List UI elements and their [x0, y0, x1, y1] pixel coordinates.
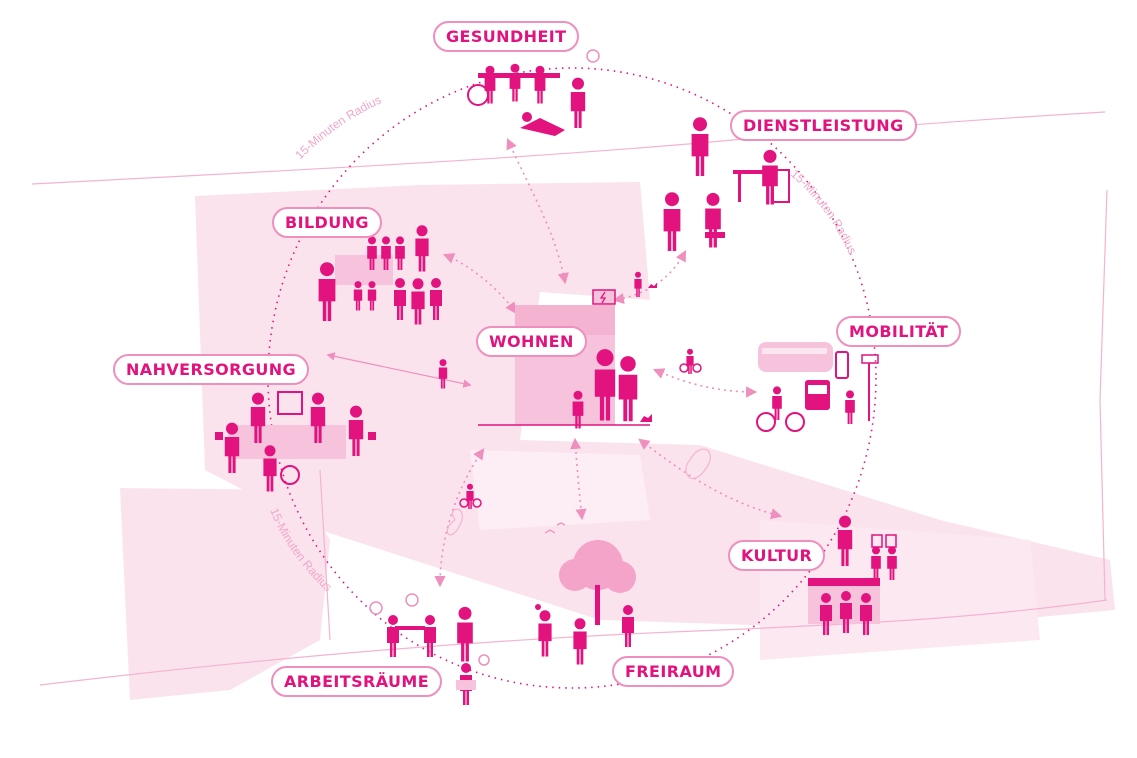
label-nahversorgung: NAHVERSORGUNG — [113, 354, 310, 385]
label-arbeitsraeume: ARBEITSRÄUME — [271, 666, 443, 697]
label-bildung: BILDUNG — [272, 207, 382, 238]
coworking-icon — [369, 593, 490, 705]
culture-stage-icon — [808, 515, 897, 635]
label-dienstleistung: DIENSTLEISTUNG — [730, 110, 917, 141]
district-areas — [120, 182, 1115, 700]
radius-label-top-left: 15-Minuten Radius — [292, 93, 383, 163]
health-care-icon — [467, 49, 600, 136]
classroom-icon — [318, 225, 442, 325]
service-workers-icon — [663, 117, 790, 251]
connection-arrows — [434, 137, 783, 588]
solar-panel-icon — [592, 289, 616, 305]
family-home-icon — [572, 349, 652, 429]
dog-walker-icon — [634, 271, 657, 297]
radius-label-right: 15-Minuten Radius — [788, 167, 860, 257]
house — [478, 289, 650, 426]
label-mobilitaet: MOBILITÄT — [836, 316, 962, 347]
label-wohnen: WOHNEN — [476, 326, 587, 357]
park-tree-icon — [535, 522, 636, 665]
market-stall-icon — [215, 391, 376, 492]
road-lines — [31, 111, 1108, 686]
label-freiraum: FREIRAUM — [612, 656, 735, 687]
label-gesundheit: GESUNDHEIT — [433, 21, 580, 52]
mobility-icon — [756, 342, 879, 432]
fifteen-minute-radius-circle — [267, 67, 877, 689]
cyclist-icon — [459, 348, 702, 509]
label-kultur: KULTUR — [728, 540, 826, 571]
